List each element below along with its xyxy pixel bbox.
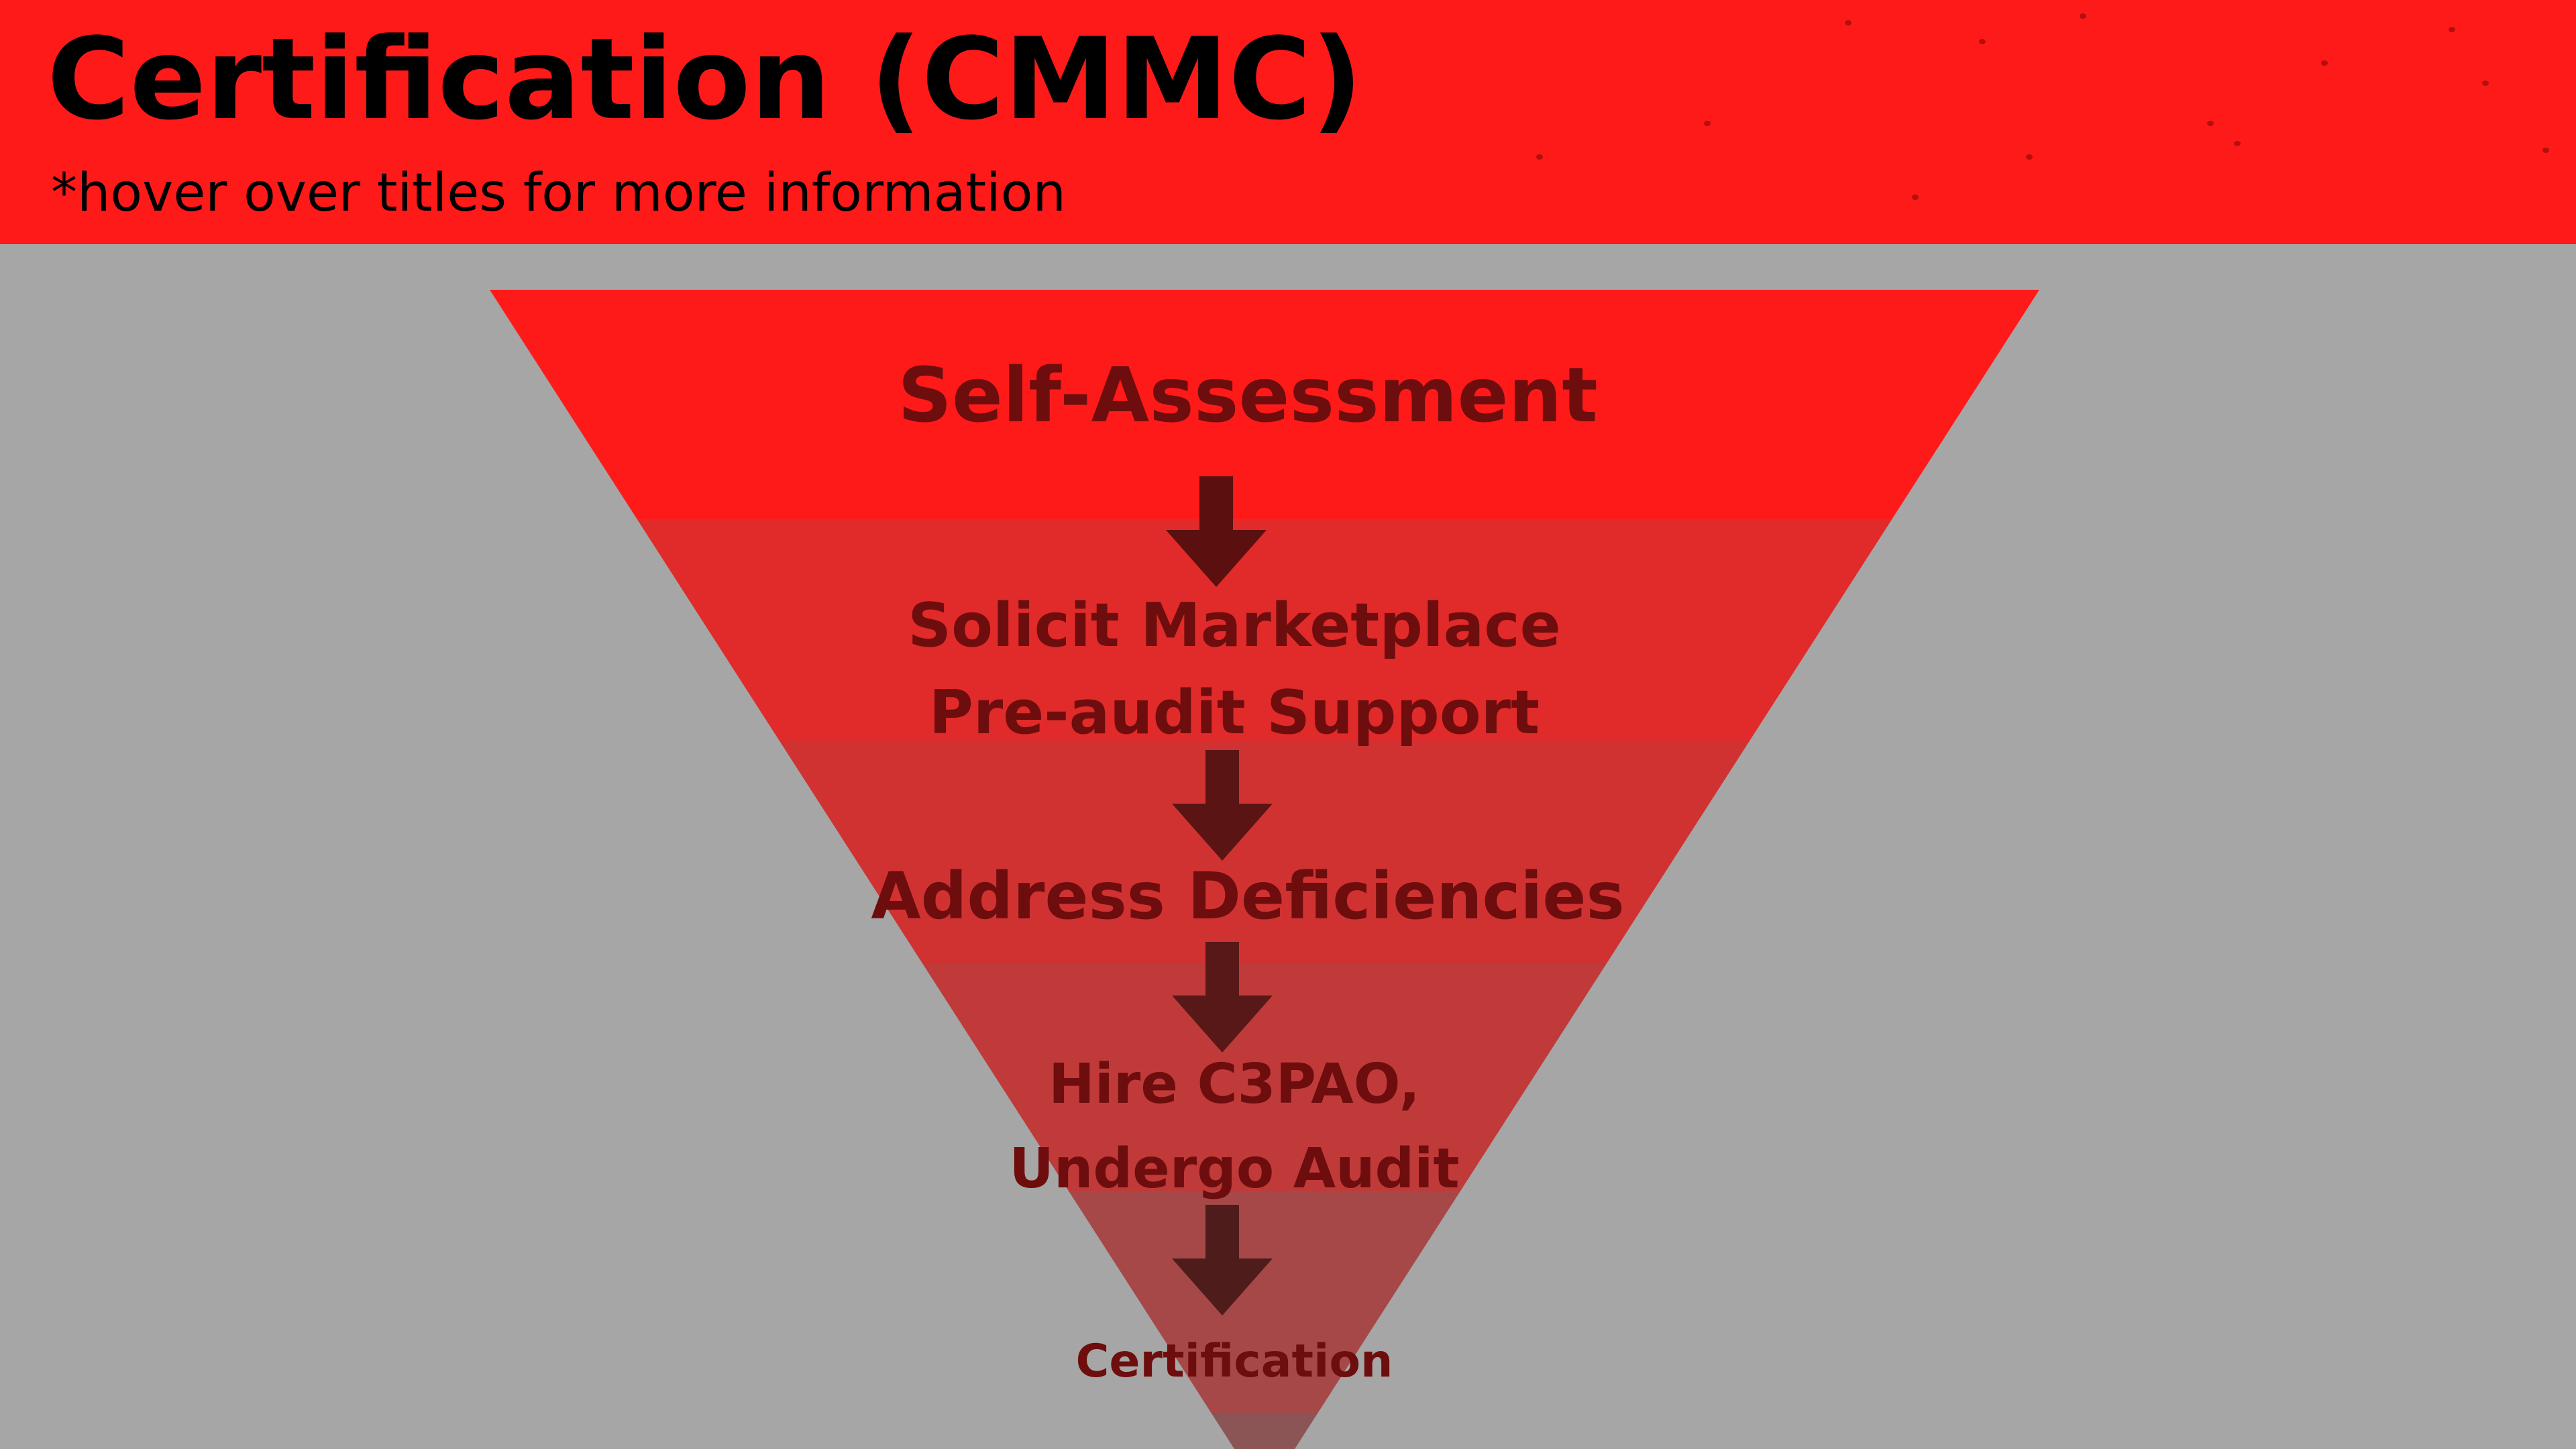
arrow-down-icon bbox=[1172, 942, 1273, 1053]
stage-label-self-assessment[interactable]: Self-Assessment bbox=[738, 349, 1758, 443]
arrow-down-icon bbox=[1172, 750, 1273, 861]
stage-label-line: Undergo Audit bbox=[1009, 1137, 1460, 1201]
stage-label-hire-c3pao[interactable]: Hire C3PAO, Undergo Audit bbox=[805, 1042, 1664, 1212]
stage-label-line: Solicit Marketplace bbox=[908, 590, 1561, 661]
arrow-down-icon bbox=[1172, 1205, 1273, 1316]
stage-label-line: Address Deficiencies bbox=[871, 859, 1625, 934]
page-subtitle: *hover over titles for more information bbox=[51, 163, 1066, 223]
stage-label-address-deficiencies[interactable]: Address Deficiencies bbox=[738, 849, 1758, 943]
funnel-band bbox=[779, 741, 1750, 964]
stage-label-line: Self-Assessment bbox=[898, 352, 1598, 439]
funnel-band bbox=[1069, 1191, 1460, 1414]
arrow-down-icon bbox=[1166, 476, 1267, 587]
funnel-band bbox=[637, 519, 1892, 741]
header-banner: Certification (CMMC) *hover over titles … bbox=[0, 0, 2576, 244]
funnel-band bbox=[1212, 1414, 1318, 1449]
stage-label-line: Hire C3PAO, bbox=[1049, 1053, 1420, 1116]
stage-label-solicit-marketplace[interactable]: Solicit Marketplace Pre-audit Support bbox=[738, 582, 1731, 757]
stage-label-certification[interactable]: Certification bbox=[966, 1328, 1503, 1395]
stage-label-line: Certification bbox=[1075, 1335, 1393, 1388]
stage-label-line: Pre-audit Support bbox=[928, 678, 1540, 748]
funnel-band bbox=[490, 290, 2039, 519]
page-title: Certification (CMMC) bbox=[47, 13, 1363, 145]
funnel-band bbox=[922, 964, 1607, 1191]
